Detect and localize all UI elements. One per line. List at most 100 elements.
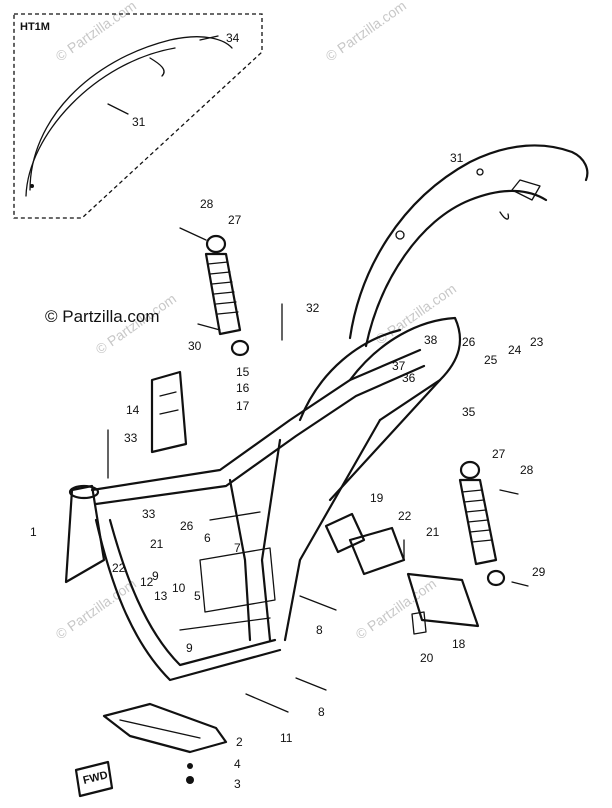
callout-30: 30 <box>188 339 202 353</box>
part-20 <box>411 611 427 635</box>
callout-25: 25 <box>484 353 498 367</box>
watermarks: © Partzilla.com © Partzilla.com © Partzi… <box>45 0 459 642</box>
skid-plate-rib <box>119 719 201 739</box>
callout-7: 7 <box>234 541 241 555</box>
top-tube-lower <box>94 364 426 506</box>
rear-loop <box>348 316 462 422</box>
shock-eye-bottom <box>486 569 506 587</box>
callout-16: 16 <box>236 381 250 395</box>
callout-19: 19 <box>370 491 384 505</box>
fender-hole <box>476 168 484 176</box>
callout-23: 23 <box>530 335 544 349</box>
part-18 <box>406 572 480 628</box>
callout-17: 17 <box>236 399 250 413</box>
callout-9: 9 <box>152 569 159 583</box>
callout-15: 15 <box>236 365 250 379</box>
shock-bolt <box>511 581 529 587</box>
callout-3: 3 <box>234 777 241 791</box>
shock-bolt <box>499 489 519 495</box>
steering-head-top <box>68 484 100 500</box>
callout-26: 26 <box>180 519 194 533</box>
shock-body <box>204 252 242 336</box>
fender-inner <box>364 189 548 348</box>
callout-32: 32 <box>306 301 320 315</box>
fwd-arrow <box>74 760 114 798</box>
rear-down-tube <box>260 438 282 642</box>
callout-31: 31 <box>450 151 464 165</box>
callout-20: 20 <box>420 651 434 665</box>
bolt-8b <box>295 677 327 691</box>
fender-clip <box>499 211 510 220</box>
shock-spring <box>461 489 493 543</box>
rear-stay-upper <box>328 378 442 502</box>
rear-stay <box>283 418 382 642</box>
callout-18: 18 <box>452 637 466 651</box>
bracket-detail <box>159 391 179 415</box>
seat-post <box>228 478 252 642</box>
cross-member <box>179 617 271 631</box>
callout-10: 10 <box>172 581 186 595</box>
callout-29: 29 <box>532 565 546 579</box>
rear-shock-right <box>458 460 529 587</box>
callout-11: 11 <box>280 731 293 745</box>
fender-outer <box>348 144 589 340</box>
callout-33: 33 <box>142 507 156 521</box>
callout-27: 27 <box>492 447 506 461</box>
callout-13: 13 <box>154 589 168 603</box>
part-19 <box>324 512 366 554</box>
callout-2: 2 <box>236 735 243 749</box>
shock-eye-top <box>459 460 481 480</box>
callout-28: 28 <box>520 463 534 477</box>
rear-shock-left <box>179 227 250 357</box>
skid-plate-body <box>102 702 228 754</box>
callout-24: 24 <box>508 343 522 357</box>
bolt-8a <box>299 595 337 611</box>
bracket-14 <box>150 370 188 454</box>
callout-14: 14 <box>126 403 140 417</box>
leader-line <box>199 35 219 41</box>
fwd-label: FWD <box>82 769 109 787</box>
callout-21: 21 <box>426 525 440 539</box>
side-parts <box>324 512 480 635</box>
shock-body <box>458 478 498 566</box>
shock-spring <box>207 261 239 315</box>
down-tube <box>94 518 282 682</box>
callout-12: 12 <box>140 575 154 589</box>
callout-33: 33 <box>124 431 138 445</box>
inset-fender-edge <box>25 47 176 197</box>
watermark-text: © Partzilla.com <box>53 0 139 64</box>
shock-bolt <box>197 323 221 331</box>
inset-border <box>13 13 263 219</box>
seat-rail <box>298 328 402 422</box>
leader-line <box>107 103 129 115</box>
callout-9: 9 <box>186 641 193 655</box>
fender-bracket <box>511 179 541 201</box>
callout-37: 37 <box>392 359 406 373</box>
bolt-11 <box>245 693 289 713</box>
callout-28: 28 <box>200 197 214 211</box>
callout-36: 36 <box>402 371 416 385</box>
engine-mount-plate <box>199 547 276 613</box>
watermark-main: © Partzilla.com <box>45 307 160 326</box>
down-tube-inner <box>108 518 277 667</box>
callout-5: 5 <box>194 589 201 603</box>
shock-bolt <box>179 227 207 241</box>
callout-8: 8 <box>316 623 323 637</box>
inset-bolt <box>30 184 34 188</box>
top-tube <box>90 348 422 492</box>
callout-26: 26 <box>462 335 476 349</box>
callout-8: 8 <box>318 705 325 719</box>
callout-labels: 34 31 31 28 27 32 30 15 16 17 14 33 23 2… <box>30 31 546 791</box>
bracket-body <box>150 370 188 454</box>
inset-label: HT1M <box>20 21 50 33</box>
bolts <box>107 303 337 784</box>
washer-4 <box>187 763 193 769</box>
part-22 <box>348 526 406 576</box>
callout-6: 6 <box>204 531 211 545</box>
callout-1: 1 <box>30 525 37 539</box>
steering-head <box>64 484 106 584</box>
callout-38: 38 <box>424 333 438 347</box>
callout-34: 34 <box>226 31 240 45</box>
